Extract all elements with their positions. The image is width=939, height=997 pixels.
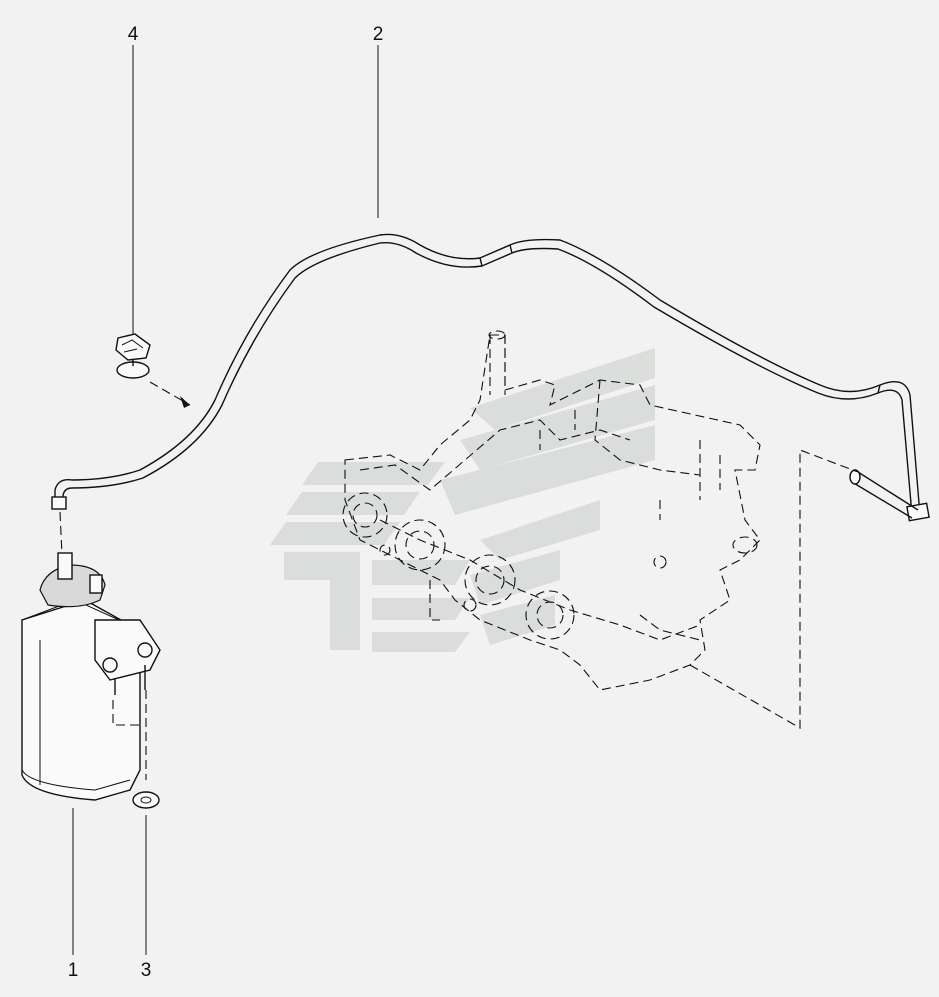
watermark-logo [270,348,655,652]
hose-clip [115,333,191,408]
callout-4: 4 [128,24,139,45]
callout-3: 3 [141,960,152,981]
assembly-line-canister [59,511,63,556]
callout-1: 1 [68,960,79,981]
leader-lines [72,45,379,955]
callout-2: 2 [373,24,384,45]
charcoal-canister [21,552,161,801]
intake-manifold-phantom [342,330,859,729]
vapor-pipe [51,233,930,522]
grommet [132,791,160,809]
